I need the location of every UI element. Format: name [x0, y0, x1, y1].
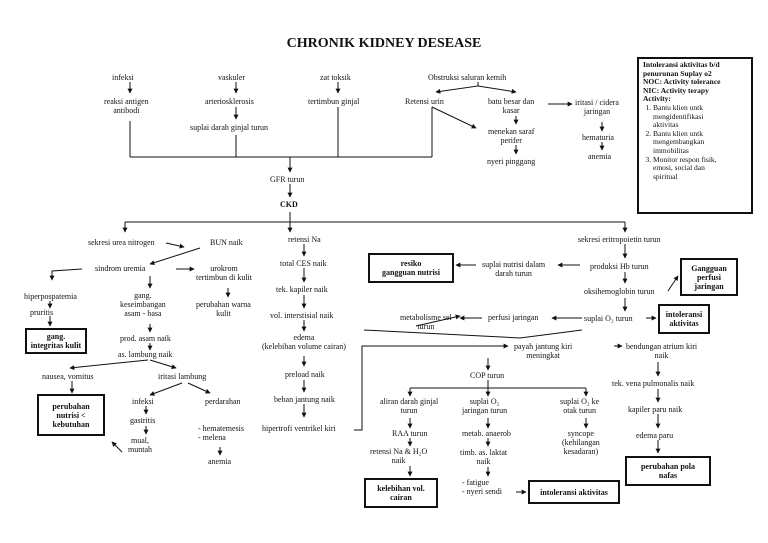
node-gastritis: gastritis [130, 416, 156, 425]
diagram-title: CHRONIK KIDNEY DESEASE [286, 36, 482, 51]
node-hematemesis: - hematemesis- melena [198, 424, 244, 442]
node-metab-anaerob: metab. anaerob [462, 429, 511, 438]
node-tek-kapiler: tek. kapiler naik [276, 285, 328, 294]
diagnosis-intoleransi-aktivitas-bottom: intoleransi aktivitas [528, 480, 620, 504]
node-infeksi-2: infeksi [132, 397, 154, 406]
node-hiperpospatemia: hiperpospatemia [24, 292, 77, 301]
node-nausea: nausea, vomitus [42, 372, 94, 381]
node-sekresi-urea: sekresi urea nitrogen [88, 238, 155, 247]
node-cop-turun: COP turun [470, 371, 505, 380]
node-fatigue: - fatigue- nyeri sendi [462, 478, 502, 496]
node-bun-naik: BUN naik [210, 238, 243, 247]
node-mual: mual,muntah [128, 436, 152, 454]
intervention-item: Bantu klien untkmengidentifikasiaktivita… [653, 103, 747, 130]
node-edema-paru: edema paru [636, 431, 674, 440]
node-vaskuler: vaskuler [218, 73, 246, 82]
node-gfr-turun: GFR turun [270, 175, 305, 184]
node-arteriosklerosis: arteriosklerosis [205, 97, 254, 106]
node-lambung-naik: as. lambung naik [118, 350, 173, 359]
node-perdarahan: perdarahan [205, 397, 241, 406]
node-hipertrofi: hipertrofi ventrikel kiri [262, 424, 336, 433]
node-edema: edema(kelebihan volume cairan) [262, 333, 346, 351]
node-vol-interstisial: vol. interstisial naik [270, 311, 334, 320]
node-anemia-low: anemia [208, 457, 232, 466]
node-oksihemoglobin: oksihemoglobin turun [584, 287, 655, 296]
node-prod-asam: prod. asam naik [120, 334, 171, 343]
intervention-list: Bantu klien untkmengidentifikasiaktivita… [643, 103, 747, 182]
node-pruritis: pruritis [30, 308, 54, 317]
node-retensi-na: retensi Na [288, 235, 321, 244]
node-zat-toksik: zat toksik [320, 73, 351, 82]
node-obstruksi: Obstruksi saluran kemih [428, 73, 507, 82]
node-tertimbun-ginjal: tertimbun ginjal [308, 97, 360, 106]
node-suplai-o2: suplai O₂ turun [584, 314, 633, 323]
node-tek-vena: tek. vena pulmonalis naik [612, 379, 695, 388]
node-nyeri-pinggang: nyeri pinggang [487, 157, 536, 166]
node-perfusi-jaringan: perfusi jaringan [488, 313, 539, 322]
diagnosis-gang-integritas-kulit: gang.integritas kulit [25, 328, 87, 354]
intervention-item: Monitor respon fisik,emosi, social dansp… [653, 155, 747, 182]
intervention-box: Intoleransi aktivitas b/d penurunan Supl… [637, 57, 753, 214]
node-retensi-urin: Retensi urin [405, 97, 444, 106]
node-anemia-top: anemia [588, 152, 612, 161]
node-kapiler-paru: kapiler paru naik [628, 405, 683, 414]
node-iritasi-lambung: iritasi lambung [158, 372, 207, 381]
node-beban-jantung: beban jantung naik [274, 395, 335, 404]
node-hematuria: hematuria [582, 133, 614, 142]
diagnosis-kelebihan-vol-cairan: kelebihan vol.cairan [364, 478, 438, 508]
node-preload: preload naik [285, 370, 325, 379]
node-sindrom-uremia: sindrom uremia [95, 264, 146, 273]
node-raa-turun: RAA turun [392, 429, 428, 438]
node-ckd: CKD [280, 200, 298, 209]
intervention-heading: Intoleransi aktivitas b/d penurunan Supl… [643, 60, 721, 104]
node-suplai-darah-ginjal: suplai darah ginjal turun [190, 123, 268, 132]
node-produksi-hb: produksi Hb turun [590, 262, 649, 271]
node-sekresi-eritro: sekresi eritropoietin turun [578, 235, 661, 244]
node-total-ces: total CES naik [280, 259, 327, 268]
node-infeksi: infeksi [112, 73, 134, 82]
